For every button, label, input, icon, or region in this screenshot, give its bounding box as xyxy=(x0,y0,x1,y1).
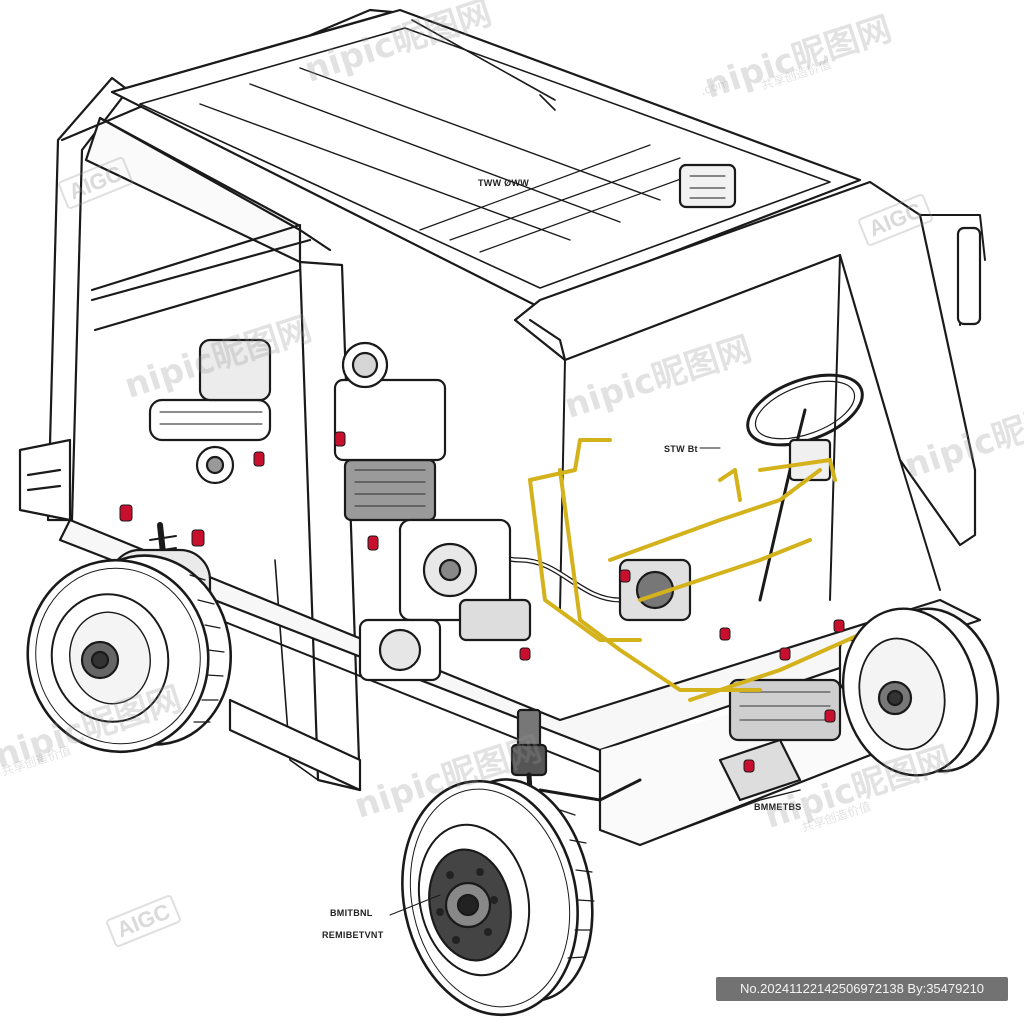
rear-left-wheel xyxy=(26,554,233,754)
label-wheel-part-1: BMITBNL xyxy=(330,908,373,918)
roof-frame xyxy=(110,8,862,307)
label-wheel-part-2: REMIBETVNT xyxy=(322,930,384,940)
callout-leader-lines xyxy=(389,447,721,916)
label-front-part: BMMETBS xyxy=(754,802,802,812)
image-id-bar: No.20241122142506972138 By:35479210 xyxy=(716,977,1008,1001)
label-steering-part: STW Bt xyxy=(664,444,698,454)
front-shock-absorber xyxy=(510,708,642,823)
rear-cab-frame xyxy=(18,8,394,522)
front-right-wheel xyxy=(841,607,1000,777)
label-roof-part: TWW ØWW xyxy=(478,178,530,188)
front-left-wheel xyxy=(401,778,595,1017)
